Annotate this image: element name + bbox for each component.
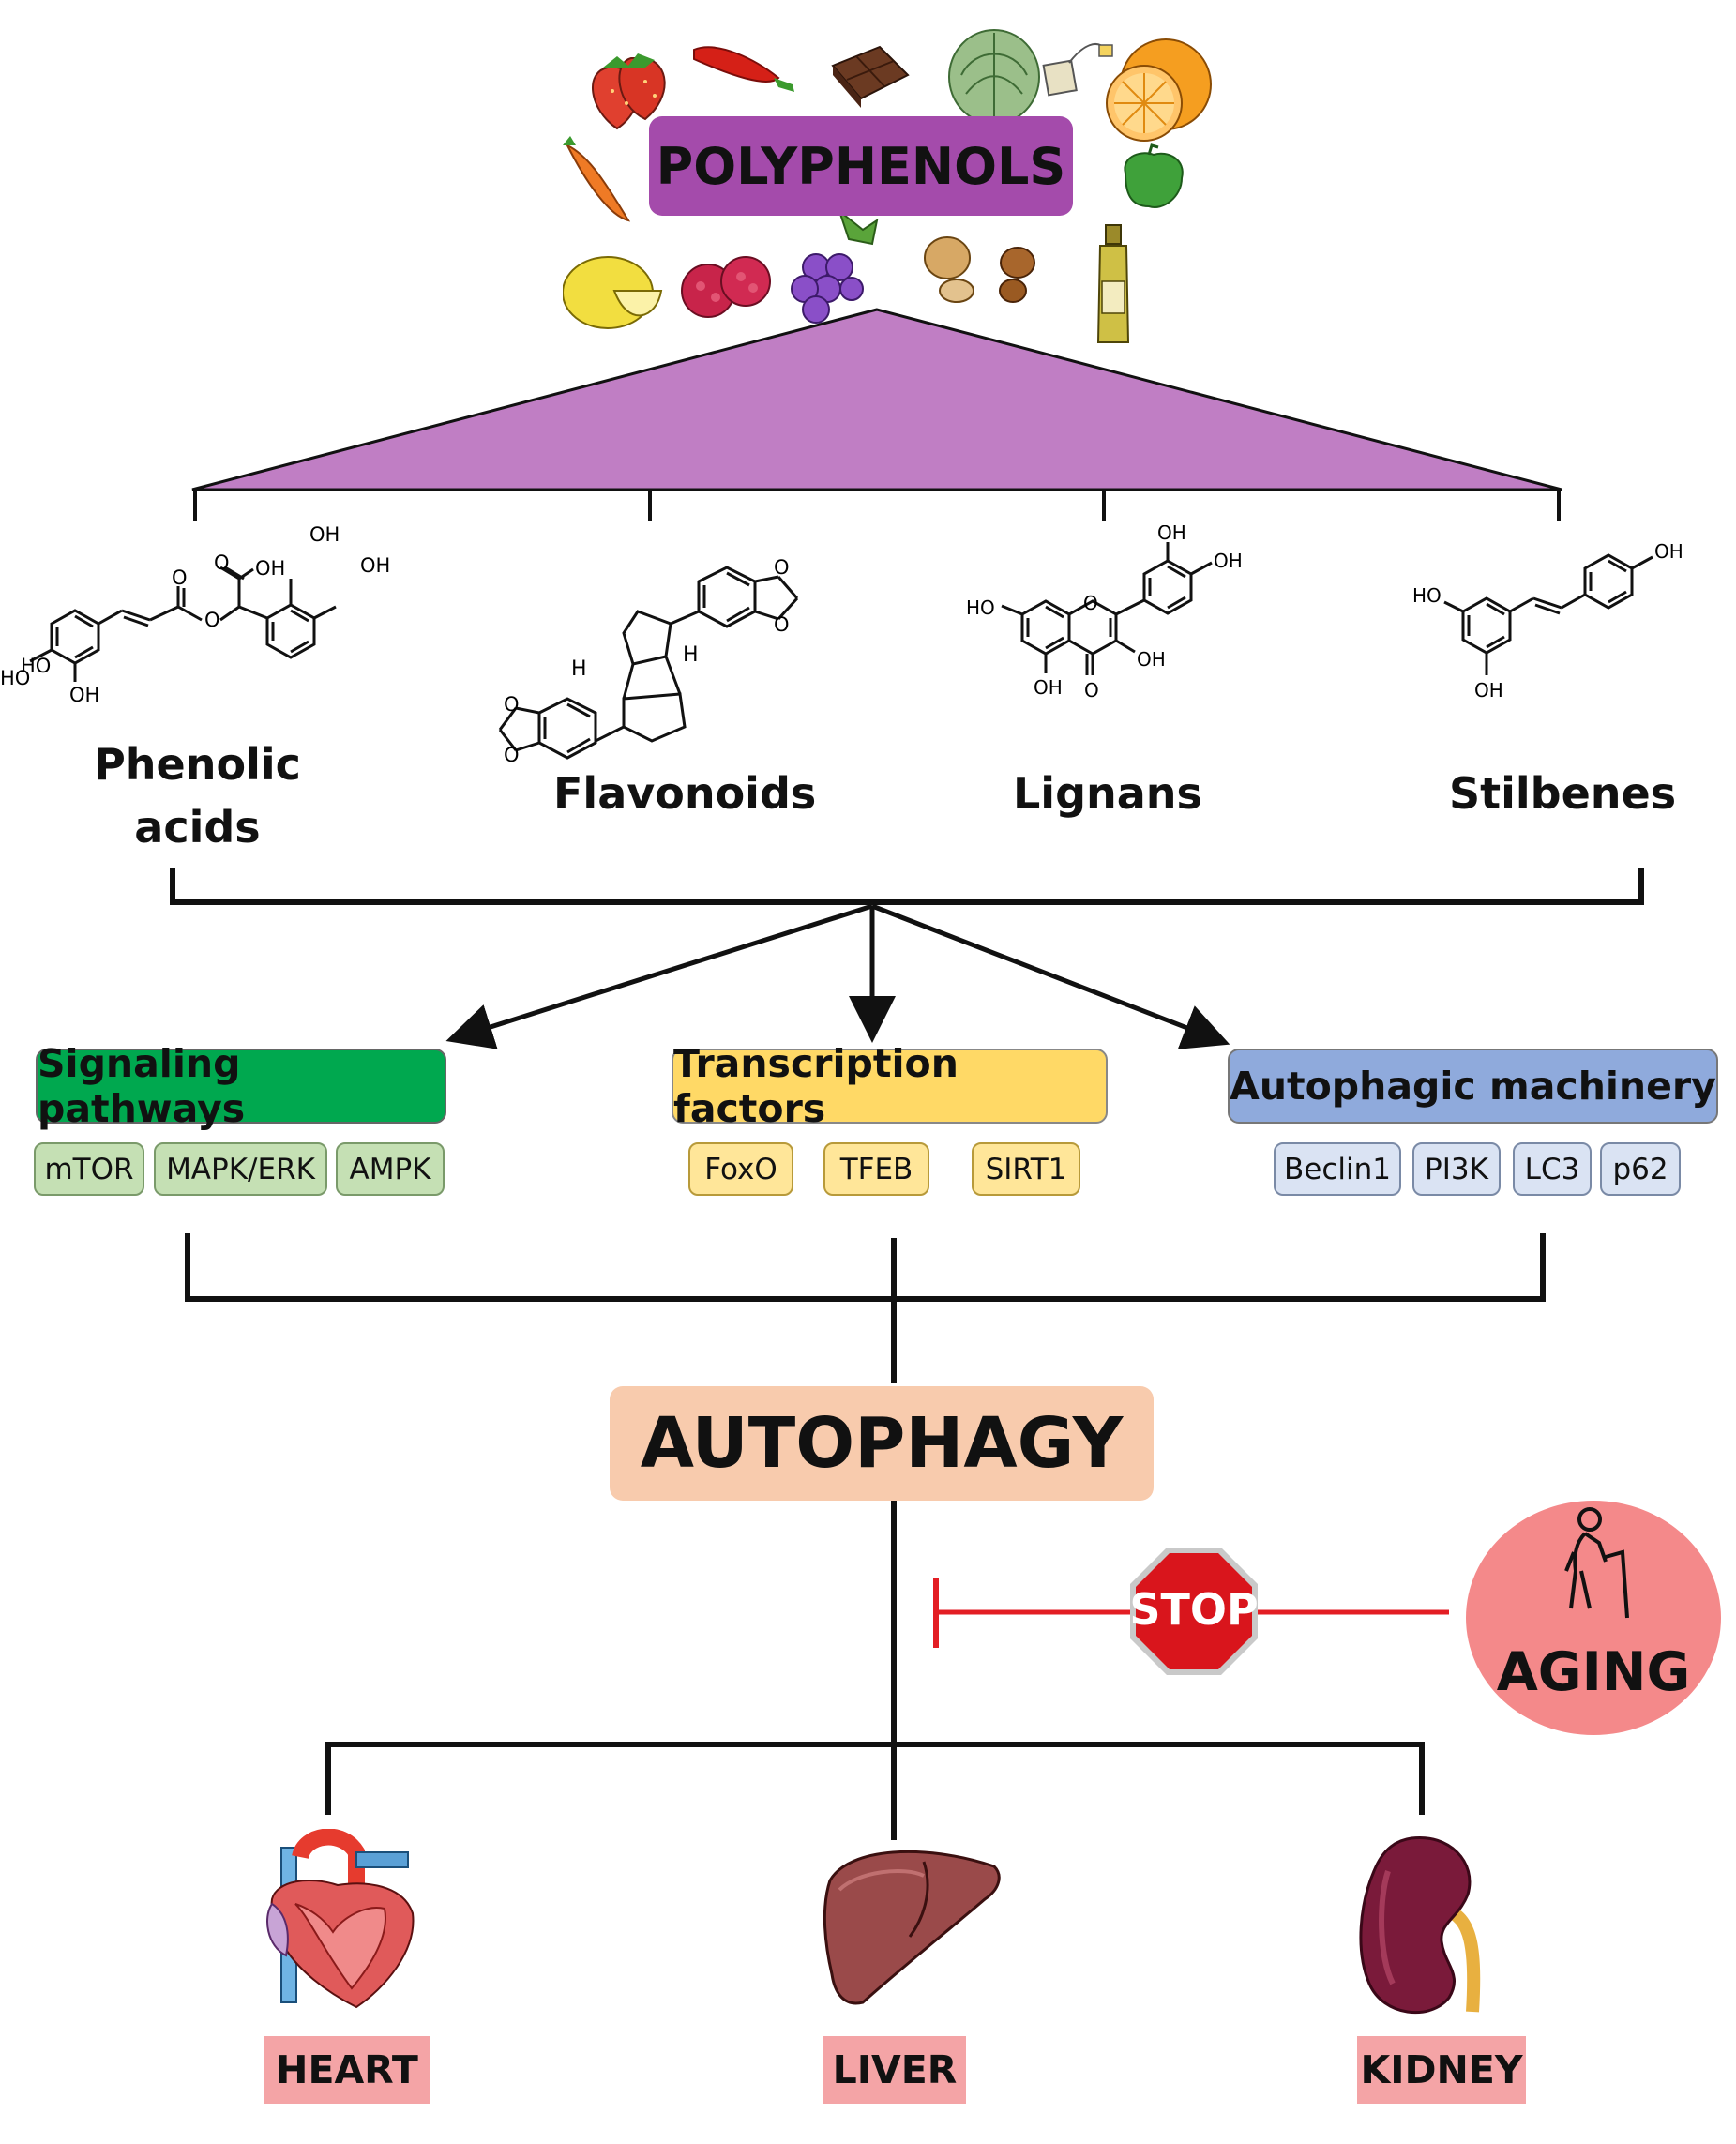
orange-icon	[1106, 38, 1212, 142]
green-pepper-icon	[1124, 143, 1184, 208]
flavonoid-structure: H H O O O O	[498, 556, 799, 766]
class-lignans: Lignans	[1013, 768, 1202, 819]
autophagy-box: AUTOPHAGY	[610, 1386, 1154, 1501]
kidney-icon	[1359, 1835, 1481, 2014]
autophagic-machinery-box: Autophagic machinery	[1228, 1049, 1718, 1124]
pill-tfeb: TFEB	[823, 1142, 929, 1196]
class-stilbenes: Stilbenes	[1449, 768, 1677, 819]
pill-pi3k: PI3K	[1412, 1142, 1501, 1196]
chem-label-oh: OH	[69, 684, 99, 706]
class-bracket	[170, 868, 1644, 905]
mechanism-bracket	[185, 1233, 1546, 1302]
arrow-to-signaling	[445, 903, 873, 1049]
chocolate-icon	[831, 45, 910, 108]
transcription-factors-box: Transcription factors	[672, 1041, 1108, 1131]
chem-label-ho: HO	[21, 655, 51, 677]
stilbene-structure: HO OH OH	[1412, 540, 1683, 702]
carrot-icon	[563, 136, 631, 222]
polyphenols-title: POLYPHENOLS	[649, 116, 1073, 216]
olive-oil-icon	[1096, 224, 1130, 343]
pill-sirt1: SIRT1	[972, 1142, 1080, 1196]
chem-label-oh: OH	[1654, 540, 1683, 563]
pill-p62: p62	[1600, 1142, 1681, 1196]
class-phenolic-acids: Phenolic acids	[94, 739, 301, 853]
tea-bag-icon	[1042, 43, 1113, 97]
organ-liver-label: LIVER	[823, 2036, 966, 2104]
organ-heart-label: HEART	[264, 2036, 430, 2104]
chem-label-oh: OH	[1137, 648, 1166, 671]
chem-label-o: O	[774, 556, 790, 579]
chem-label-ho: HO	[0, 667, 30, 689]
class-flavonoids: Flavonoids	[553, 768, 817, 819]
chem-label-oh: OH	[309, 523, 340, 546]
stop-text: STOP	[1129, 1584, 1258, 1635]
strawberry-icon	[592, 53, 666, 130]
chem-label-oh: OH	[1214, 550, 1243, 572]
chem-label-o: O	[504, 744, 520, 766]
chem-label-o: O	[204, 609, 220, 631]
chem-label-o: O	[1083, 592, 1098, 614]
chem-label-h: H	[683, 643, 699, 667]
food-icons	[563, 29, 1212, 343]
organ-kidney-label: KIDNEY	[1357, 2036, 1526, 2104]
pill-mapk-erk: MAPK/ERK	[154, 1142, 327, 1196]
chem-label-ho: HO	[966, 596, 995, 619]
cabbage-icon	[948, 29, 1040, 125]
arrow-to-autophagic	[871, 903, 1230, 1049]
chem-label-o: O	[774, 613, 790, 636]
stop-sign-icon: STOP	[1129, 1548, 1259, 1675]
pill-lc3: LC3	[1513, 1142, 1592, 1196]
chem-label-h: H	[571, 657, 587, 681]
raspberry-icon	[681, 256, 771, 318]
chem-label-o: O	[172, 566, 188, 589]
chem-label-oh: OH	[360, 554, 390, 577]
pill-beclin1: Beclin1	[1274, 1142, 1401, 1196]
grape-icon	[791, 208, 879, 324]
pill-mtor: mTOR	[34, 1142, 144, 1196]
chem-label-o: O	[504, 693, 520, 716]
pill-ampk: AMPK	[336, 1142, 445, 1196]
chem-label-o: O	[214, 551, 230, 574]
elderly-person-icon	[1564, 1507, 1629, 1619]
chem-label-oh: OH	[1157, 525, 1186, 544]
lignan-structure: HO O OH O OH OH OH	[966, 525, 1243, 702]
nuts-icon	[924, 236, 1035, 303]
aging-label: AGING	[1496, 1641, 1691, 1703]
heart-icon	[266, 1829, 415, 2009]
organ-bracket	[325, 1742, 1425, 1815]
chem-label-ho: HO	[1412, 584, 1442, 607]
chem-label-oh: OH	[255, 557, 285, 580]
lemon-icon	[563, 256, 663, 329]
chem-label-oh: OH	[1474, 679, 1503, 702]
chili-pepper-icon	[693, 46, 794, 92]
pill-foxo: FoxO	[688, 1142, 793, 1196]
liver-icon	[823, 1850, 1001, 2005]
signaling-pathways-box: Signaling pathways	[36, 1041, 446, 1131]
polyphenols-triangle	[191, 308, 1562, 491]
phenolic-acid-structure: HO OH O O O OH OH OH HO	[0, 523, 390, 706]
chem-label-oh: OH	[1034, 676, 1063, 699]
chem-label-o: O	[1084, 679, 1099, 702]
